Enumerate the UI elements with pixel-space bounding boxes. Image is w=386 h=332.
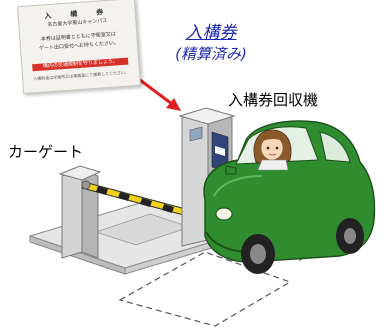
- ticket-caption-title: 入構券: [185, 23, 237, 43]
- car: [203, 120, 376, 274]
- ticket-collector-machine: [178, 107, 236, 247]
- driver: [253, 129, 292, 171]
- car-gate-label: カーゲート: [8, 143, 84, 161]
- car-gate-post: [58, 165, 102, 259]
- ticket-footer: 入構料金は守衛所又は事務室にて精算してください。: [33, 69, 129, 82]
- ticket-caption: 入構券 (精算済み): [146, 18, 276, 64]
- collector-label: 入構券回収機: [228, 91, 319, 109]
- ticket-red-band: 構内の交通規制を守りましょう。: [32, 57, 129, 72]
- red-arrow: [139, 78, 181, 111]
- entry-ticket-image: 入 構 券 名古屋大学東山キャンパス 本券は証明書とともに守衛室又は ゲート出口…: [17, 0, 141, 95]
- ticket-caption-status: (精算済み): [175, 45, 247, 63]
